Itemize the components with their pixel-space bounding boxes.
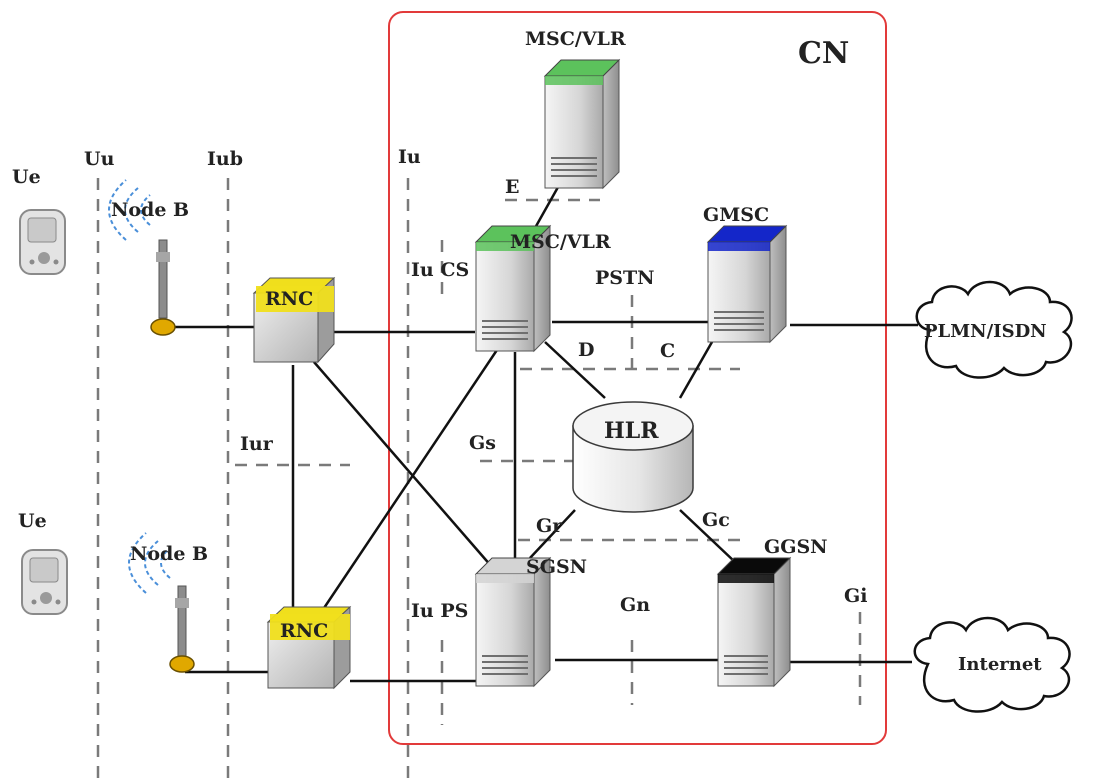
gi-label: Gi xyxy=(844,585,867,607)
link-gmsc-hlr xyxy=(678,341,714,399)
sgsn-label: SGSN xyxy=(526,556,587,578)
ue-phone-bottom-icon xyxy=(21,549,68,615)
iub-label: Iub xyxy=(207,148,243,170)
gc-label: Gc xyxy=(702,509,730,531)
internet-label: Internet xyxy=(958,654,1042,675)
d-label: D xyxy=(578,339,594,361)
iur-label: Iur xyxy=(240,433,274,455)
sgsn-server-icon xyxy=(474,556,552,688)
cn-boundary xyxy=(388,11,887,745)
node-b-bottom-antenna-icon xyxy=(128,532,195,673)
gs-label: Gs xyxy=(469,432,496,454)
iu-label: Iu xyxy=(398,146,421,168)
rnc-bottom-label: RNC xyxy=(280,620,328,642)
node-b-bottom-label: Node B xyxy=(130,543,208,565)
msc-vlr-label: MSC/VLR xyxy=(510,231,611,253)
gn-label: Gn xyxy=(620,594,650,616)
iu-cs-label: Iu CS xyxy=(411,259,469,281)
gmsc-server-icon xyxy=(706,224,788,344)
node-b-top-antenna-icon xyxy=(108,179,176,336)
link-rnc2-mscvlr xyxy=(318,337,507,615)
uu-label: Uu xyxy=(84,148,115,170)
rnc-bottom-box xyxy=(266,605,352,690)
hlr-database xyxy=(572,401,694,513)
msc-vlr-top-label: MSC/VLR xyxy=(525,28,626,50)
gr-label: Gr xyxy=(536,515,563,537)
c-label: C xyxy=(660,340,675,362)
interface-dashed-lines xyxy=(96,178,862,778)
diagram-labels: CN MSC/VLR Ue Uu Iub Iu Node B E GMSC MS… xyxy=(12,28,1047,675)
internet-cloud xyxy=(913,616,1071,713)
link-hlr-sgsn xyxy=(529,509,576,559)
iu-ps-label: Iu PS xyxy=(411,600,468,622)
node-b-top-label: Node B xyxy=(111,199,189,221)
msc-vlr-top-server-icon xyxy=(543,58,621,190)
ue-bottom-label: Ue xyxy=(18,510,47,532)
hlr-label: HLR xyxy=(604,418,659,444)
cn-label: CN xyxy=(798,36,849,71)
ggsn-label: GGSN xyxy=(764,536,828,558)
e-label: E xyxy=(505,176,519,198)
msc-vlr-server-icon xyxy=(474,224,552,353)
plmn-isdn-cloud xyxy=(915,280,1073,379)
ggsn-server-icon xyxy=(716,556,792,688)
link-rnc1-sgsn xyxy=(313,361,493,568)
link-mscvlr-hlr xyxy=(544,341,606,399)
plmn-isdn-label: PLMN/ISDN xyxy=(924,321,1047,342)
rnc-top-box xyxy=(252,276,336,364)
ue-phone-top-icon xyxy=(19,209,66,275)
ue-top-label: Ue xyxy=(12,166,41,188)
rnc-top-label: RNC xyxy=(265,288,313,310)
link-hlr-ggsn xyxy=(679,509,736,563)
network-links xyxy=(162,179,918,683)
gmsc-label: GMSC xyxy=(703,204,769,226)
pstn-label: PSTN xyxy=(595,267,655,289)
